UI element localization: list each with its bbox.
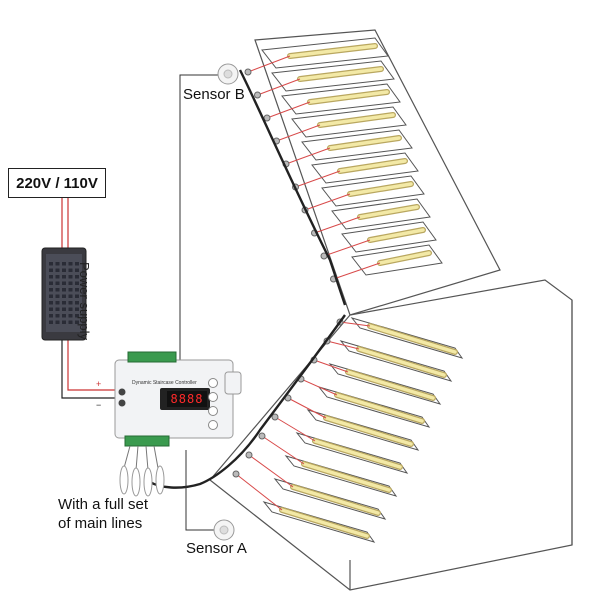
sensor-a-label: Sensor A [186,540,247,557]
main-lines-label: With a full set of main lines [58,495,148,533]
upper-step [301,175,425,214]
vent-slot [62,307,66,311]
vent-slot [75,314,79,318]
vent-slot [49,275,53,279]
connector [244,68,252,76]
vent-slot [68,262,73,266]
vent-slot [55,301,60,305]
connector [254,91,261,99]
vent-slot [49,307,53,311]
vent-slot [62,275,66,279]
vent-slot [75,320,79,324]
vent-slot [62,314,66,318]
upper-step [263,83,401,122]
main-wire-lower [149,314,346,489]
ac-input-wires [61,198,69,248]
main-wire-upper [238,69,347,306]
vent-slot [62,288,66,292]
upper-step [330,244,443,283]
connector [258,432,266,440]
vent-slot [68,320,73,324]
upper-step [273,106,407,145]
upper-steps [244,37,443,283]
power-supply-label: Power supply [77,262,92,341]
lower-step [271,413,409,474]
vent-slot [49,294,53,298]
main-lines-line1: With a full set [58,496,149,513]
connector [271,413,279,421]
connector [245,451,253,459]
main-lines-bundle [119,445,165,497]
sensor-a-wire [185,450,214,531]
vent-slot [68,307,73,311]
vent-slot [55,268,60,272]
upper-step [254,60,395,99]
controller-title: Dynamic Staircase Controller [132,380,197,386]
vent-slot [68,281,73,285]
vent-slot [68,301,73,305]
vent-slot [75,281,79,285]
sensor-b-wire [179,74,218,360]
vent-slot [62,320,66,324]
vent-slot [55,314,60,318]
vent-slot [49,320,53,324]
upper-step [311,198,431,237]
vent-slot [55,320,60,324]
vent-slot [75,301,79,305]
svg-text:−: − [96,400,101,410]
vent-slot [49,262,53,266]
vent-slot [62,268,66,272]
upper-step [244,37,389,76]
lower-step [297,375,431,428]
vent-slot [62,281,66,285]
lower-step [310,356,442,405]
vent-slot [55,262,60,266]
vent-slot [62,262,66,266]
lower-step [336,317,464,359]
vent-slot [68,314,73,318]
vent-slot [75,262,79,266]
vent-slot [68,288,73,292]
vent-slot [62,301,66,305]
lower-step [232,470,376,543]
lower-step [284,394,420,451]
vent-slot [68,294,73,298]
vent-slot [75,307,79,311]
lower-step [245,451,387,520]
lower-step [258,432,398,497]
lower-steps [232,317,464,543]
vent-slot [55,294,60,298]
vent-slot [75,294,79,298]
vent-slot [49,268,53,272]
vent-slot [55,281,60,285]
upper-step [292,152,419,191]
power-input-label: 220V / 110V [8,168,106,198]
vent-slot [49,301,53,305]
vent-slot [62,294,66,298]
dc-output-black [61,338,118,399]
sensor-b-label: Sensor B [183,86,245,103]
upper-step [320,221,437,260]
power-supply-unit [41,247,87,341]
vent-slot [55,288,60,292]
svg-text:+: + [96,379,101,389]
lower-step [323,337,453,382]
vent-slot [75,268,79,272]
controller-display: 8888 [167,391,207,407]
vent-slot [68,275,73,279]
main-lines-line2: of main lines [58,515,143,532]
connector [232,470,240,478]
vent-slot [68,268,73,272]
dc-output-red [67,338,118,391]
vent-slot [55,307,60,311]
vent-slot [49,281,53,285]
vent-slot [49,314,53,318]
vent-slot [75,275,79,279]
vent-slot [49,288,53,292]
vent-slot [75,288,79,292]
vent-slot [55,275,60,279]
